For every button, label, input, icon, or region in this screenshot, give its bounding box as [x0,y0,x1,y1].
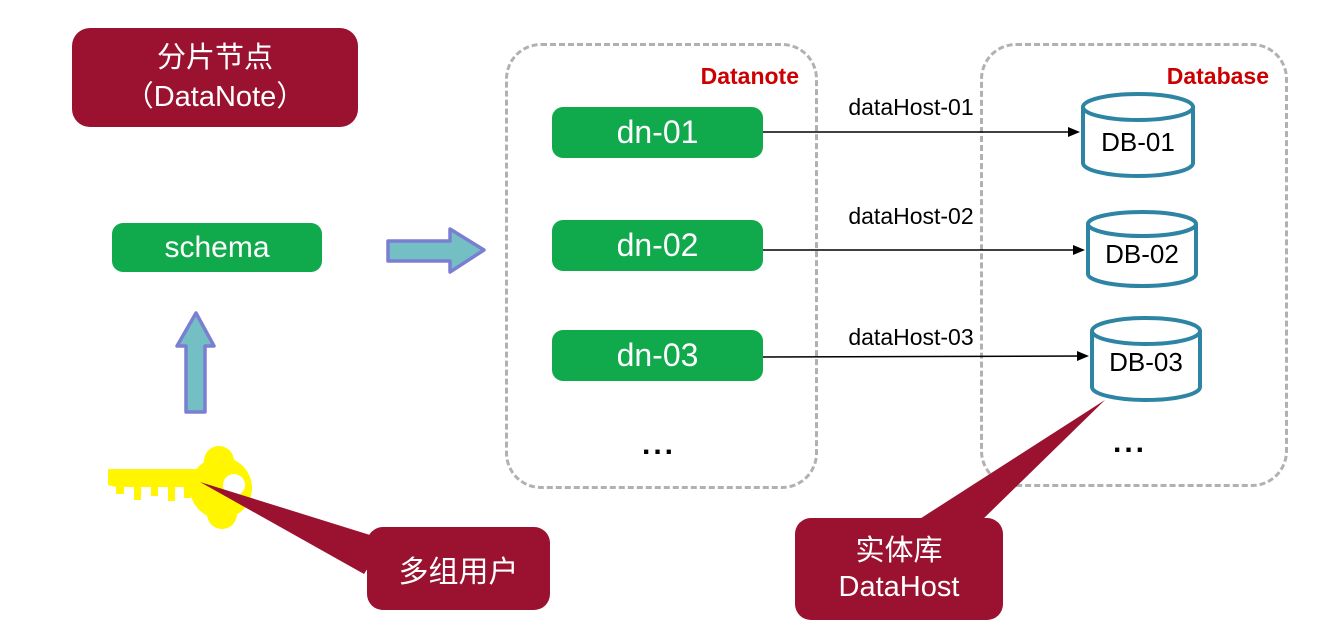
connection-label-datahost-02: dataHost-02 [848,203,974,229]
database-cylinder-icon-db03 [1090,316,1202,402]
key-icon [108,446,252,529]
datanote-group-label: Datanote [700,63,799,89]
dn-03-label: dn-03 [616,337,699,373]
database-group-label: Database [1166,63,1269,89]
datahost-callout-line-en: DataHost [838,571,960,603]
schema-label: schema [164,230,270,264]
title-box-datanote: 分片节点 （DataNote） [72,28,358,127]
connection-label-datahost-03: dataHost-03 [848,324,974,350]
users-callout-label: 多组用户 [398,555,519,589]
datanode-dn-02: dn-02 [552,220,763,271]
dn-01-label: dn-01 [616,114,699,150]
datanode-dn-03: dn-03 [552,330,763,381]
title-line-cn: 分片节点 [156,42,273,75]
title-line-en: （DataNote） [124,80,306,113]
datanote-group-container: Datanote [505,43,818,489]
db-03-label: DB-03 [1109,347,1183,377]
dn-02-label: dn-02 [616,227,699,263]
datanode-dn-01: dn-01 [552,107,763,158]
right-arrow-icon [386,227,486,274]
database-group-container: Database [980,43,1288,487]
db-01-label: DB-01 [1101,127,1175,157]
connection-label-datahost-01: dataHost-01 [848,94,974,120]
database-cylinder-icon-db02 [1086,210,1198,288]
up-arrow-icon [175,311,216,414]
schema-node: schema [112,223,322,272]
db-02-label: DB-02 [1105,239,1179,269]
users-callout-tail [200,482,386,574]
datanote-more-indicator: ... [641,428,676,461]
users-callout: 多组用户 [367,527,550,610]
datahost-callout-line-cn: 实体库 [855,534,943,567]
connector-dn03-db03 [762,351,1089,362]
datahost-callout-tail [915,400,1105,522]
database-more-indicator: ... [1112,426,1147,459]
datahost-callout: 实体库 DataHost [795,518,1003,620]
database-cylinder-icon-db01 [1081,92,1195,178]
